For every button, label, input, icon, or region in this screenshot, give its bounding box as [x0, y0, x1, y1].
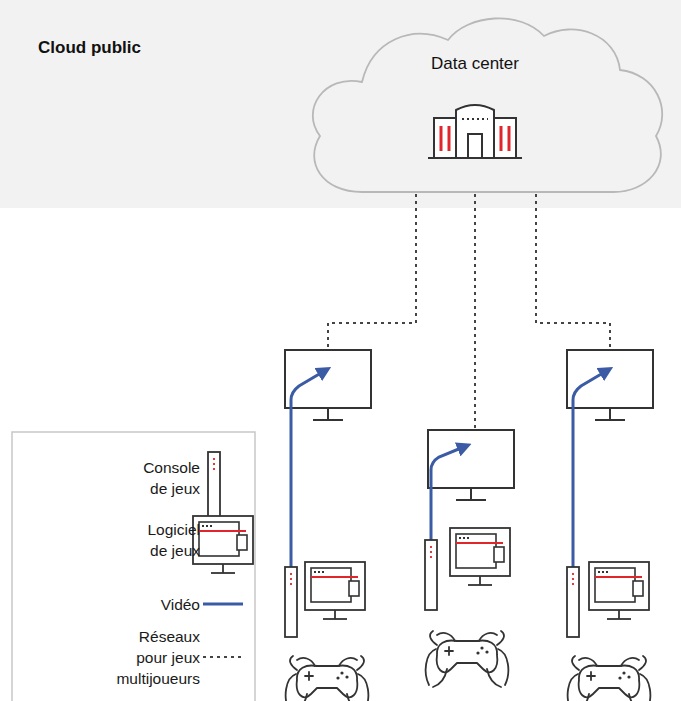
legend-label: Console de jeux	[128, 457, 200, 499]
cloud-shape: Data center	[300, 10, 672, 194]
legend-label: Logiciel de jeux	[128, 519, 200, 561]
legend-network-sample	[203, 656, 243, 658]
legend-label: Réseaux pour jeux multijoueurs	[110, 626, 200, 689]
game-console	[285, 567, 297, 637]
game-software	[450, 528, 510, 585]
cloud-band-ground	[0, 0, 681, 208]
cloud-band: Cloud publicData center	[0, 0, 681, 208]
game-console	[567, 567, 579, 637]
data-center-label: Data center	[300, 53, 650, 75]
cloud-outline-path	[313, 18, 662, 192]
game-software	[305, 562, 365, 619]
legend-item: Logiciel de jeux	[128, 519, 200, 561]
legend-console-sample	[208, 452, 220, 522]
hands-gamepad	[568, 656, 651, 701]
cloud-title: Cloud public	[38, 37, 681, 59]
game-software	[589, 562, 649, 619]
legend-item: Vidéo	[120, 594, 200, 615]
data-center-icon	[428, 105, 522, 158]
legend-frame	[12, 432, 255, 701]
legend-item: Console de jeux	[128, 457, 200, 499]
game-console	[425, 540, 437, 610]
player-monitor	[428, 430, 514, 500]
cloud-outline	[300, 10, 672, 194]
legend-video-sample	[203, 603, 243, 606]
legend-software-sample	[193, 516, 253, 573]
hands-gamepad	[286, 656, 369, 701]
legend-label: Vidéo	[120, 594, 200, 615]
legend-item: Réseaux pour jeux multijoueurs	[110, 626, 200, 689]
hands-gamepad	[426, 631, 509, 687]
